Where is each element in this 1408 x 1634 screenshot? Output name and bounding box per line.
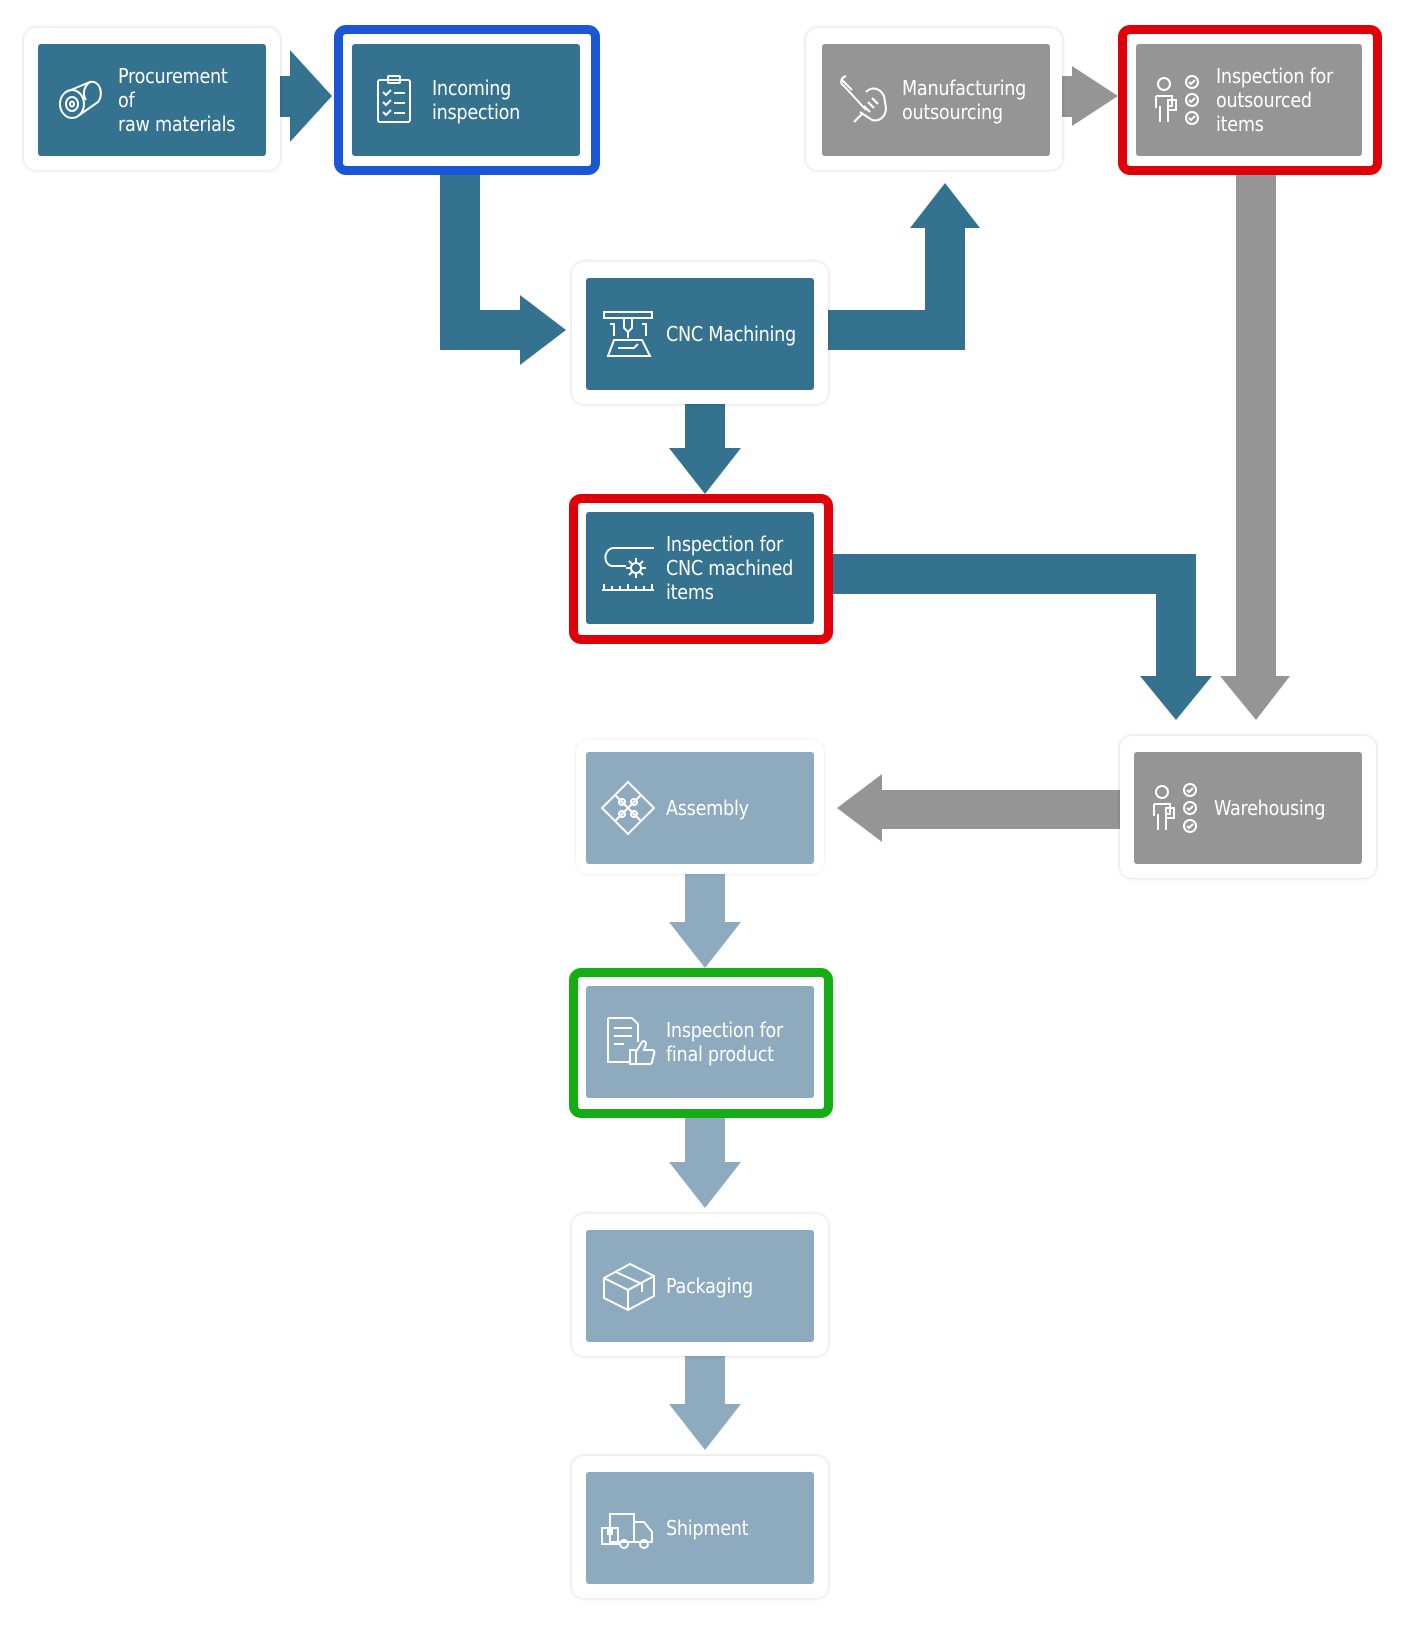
puzzle-icon: [600, 780, 656, 836]
cnc-machine-icon: [600, 306, 656, 362]
node-incoming-inspection: Incoming inspection: [352, 44, 580, 156]
document-thumbs-up-icon: [600, 1014, 656, 1070]
node-label: Inspection for final product: [666, 1018, 784, 1066]
material-roll-icon: [52, 72, 108, 128]
node-cnc-machining: CNC Machining: [586, 278, 814, 390]
clipboard-checklist-icon: [366, 72, 422, 128]
node-label: Packaging: [666, 1274, 753, 1298]
package-box-icon: [600, 1258, 656, 1314]
node-packaging: Packaging: [586, 1230, 814, 1342]
node-label: Shipment: [666, 1516, 749, 1540]
wrench-hand-icon: [836, 72, 892, 128]
arrow-incoming-to-cnc: [440, 150, 566, 365]
node-label: Assembly: [666, 796, 749, 820]
inspector-checklist-icon: [1150, 72, 1206, 128]
node-assembly: Assembly: [586, 752, 814, 864]
node-inspection-final: Inspection for final product: [586, 986, 814, 1098]
node-label: Manufacturing outsourcing: [902, 76, 1027, 124]
node-label: Inspection for CNC machined items: [666, 532, 793, 604]
node-warehousing: Warehousing: [1134, 752, 1362, 864]
arrow-cnc-to-inspection: [669, 376, 741, 494]
node-inspection-outsourced: Inspection for outsourced items: [1136, 44, 1362, 156]
arrow-cnc-inspection-to-warehousing: [785, 554, 1212, 720]
arrow-final-inspection-to-packaging: [669, 1104, 741, 1208]
node-label: Inspection for outsourced items: [1216, 64, 1334, 136]
node-procurement: Procurement of raw materials: [38, 44, 266, 156]
node-label: Warehousing: [1214, 796, 1326, 820]
arrow-cnc-to-manufacturing: [785, 183, 980, 350]
node-manufacturing-outsourcing: Manufacturing outsourcing: [822, 44, 1050, 156]
arrow-assembly-to-final-inspection: [669, 866, 741, 968]
measurement-icon: [600, 540, 656, 596]
inspector-checklist-icon: [1148, 780, 1204, 836]
node-label: Procurement of raw materials: [118, 64, 236, 136]
delivery-truck-icon: [600, 1500, 656, 1556]
arrow-procurement-to-incoming: [255, 50, 332, 142]
node-label: Incoming inspection: [432, 76, 520, 124]
arrow-packaging-to-shipment: [669, 1345, 741, 1450]
node-shipment: Shipment: [586, 1472, 814, 1584]
node-label: CNC Machining: [666, 322, 796, 346]
arrow-outsourced-to-warehousing: [1220, 150, 1290, 720]
node-inspection-cnc: Inspection for CNC machined items: [586, 512, 814, 624]
arrow-warehousing-to-assembly: [837, 774, 1137, 842]
